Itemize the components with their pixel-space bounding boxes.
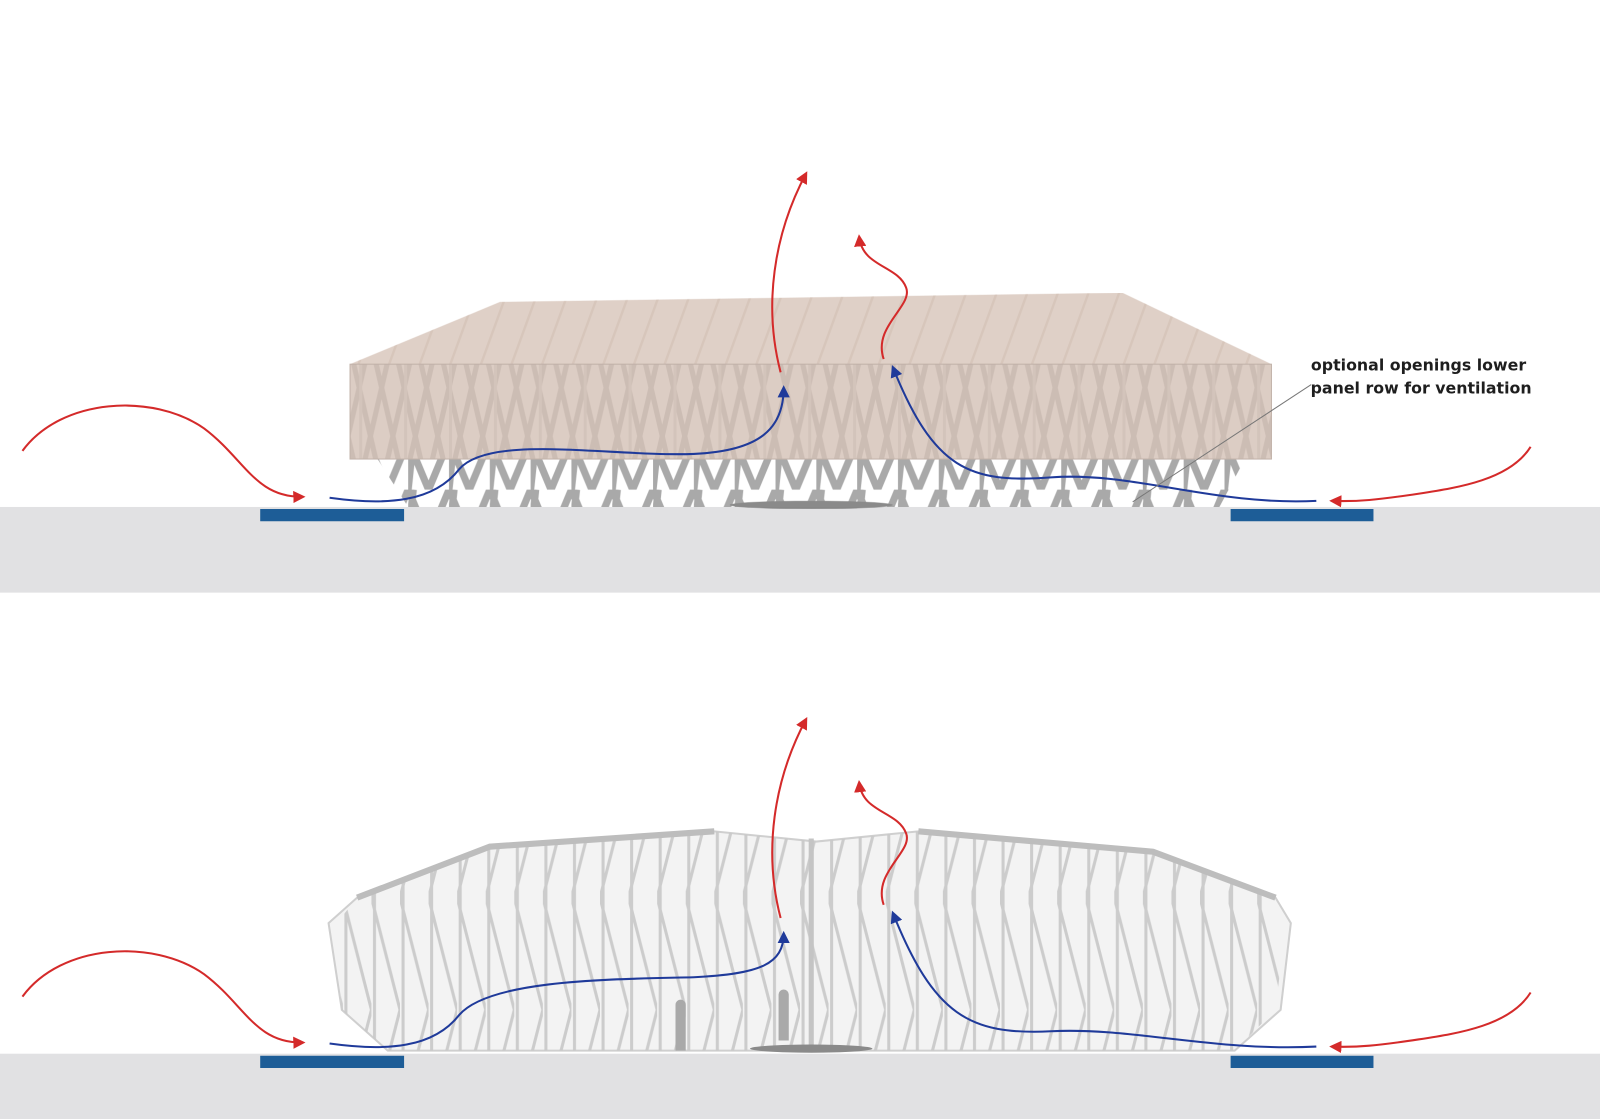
warm-air-arrow (1329, 446, 1532, 508)
warm-air-arrow (1329, 991, 1532, 1054)
cool-air-arrow (329, 385, 790, 503)
air-inlet-right (1230, 509, 1374, 522)
warm-air-arrow (854, 779, 908, 906)
cool-air-arrow (890, 910, 1317, 1049)
airflow-arrows (21, 171, 1532, 508)
annotation-leader-line (1132, 384, 1312, 503)
pavilion-closed (349, 292, 1272, 510)
pavilion-open (327, 828, 1292, 1053)
warm-air-arrow (21, 404, 306, 504)
warm-air-arrow (771, 716, 808, 919)
closed-pavilion-section: optional openings lower panel row for ve… (0, 171, 1600, 593)
air-inlet-left (260, 509, 405, 522)
open-pavilion-section (0, 716, 1600, 1119)
airflow-arrows (21, 716, 1532, 1054)
ground-band (0, 506, 1600, 593)
air-inlet-right (1230, 1055, 1374, 1068)
cool-air-arrow (329, 930, 790, 1049)
annotation-line-1: optional openings lower (1311, 355, 1526, 374)
pavilion-legs (377, 459, 1245, 507)
warm-air-arrow (21, 950, 306, 1049)
annotation-text: optional openings lower panel row for ve… (1311, 355, 1532, 397)
air-inlet-left (260, 1055, 405, 1068)
annotation-line-2: panel row for ventilation (1311, 379, 1532, 398)
warm-air-arrow (854, 234, 908, 360)
warm-air-arrow (771, 171, 808, 373)
cool-air-arrow (890, 364, 1317, 503)
